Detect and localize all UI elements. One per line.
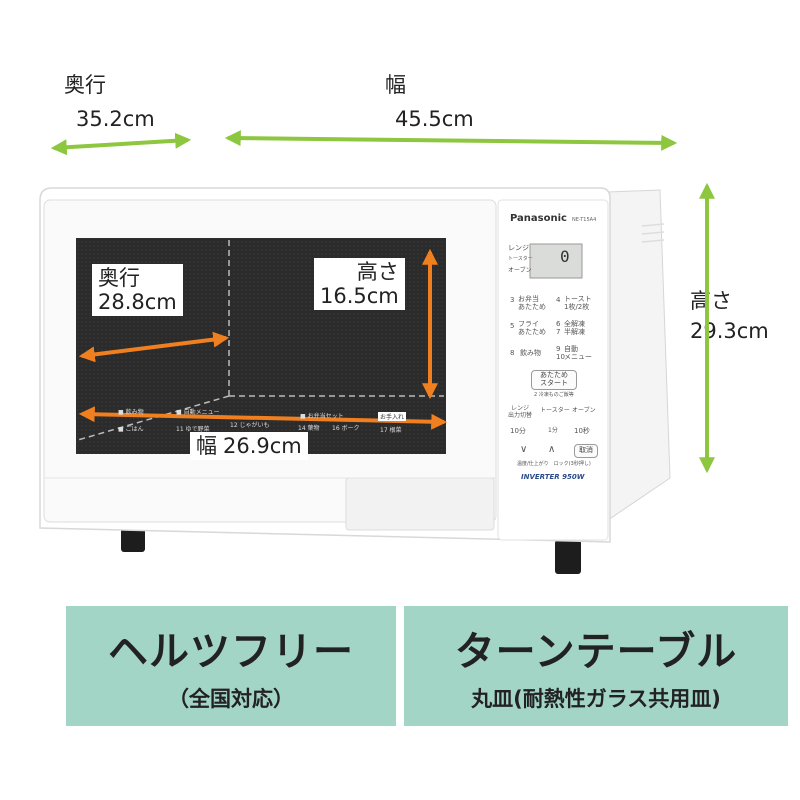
arrow-down-button[interactable]: ∨ (520, 444, 528, 455)
menu-button-defrost[interactable]: 全解凍 半解凍 (564, 320, 585, 336)
menu-num-3: 3 (510, 296, 515, 304)
brand-logo: Panasonic (510, 213, 567, 224)
window-label-auto-menu: ■ 自動メニュー (176, 409, 220, 416)
menu-num-5: 5 (510, 322, 515, 330)
menu-num-8: 8 (510, 349, 515, 357)
time-button-10sec[interactable]: 10秒 (574, 427, 590, 435)
window-label-drinks: ■ 飲み物 (118, 409, 144, 416)
feature-panel-turntable: ターンテーブル 丸皿(耐熱性ガラス共用皿) (404, 606, 788, 726)
menu-num-6-7: 6 7 (556, 320, 561, 336)
start-note: 2 冷凍ものご飯等 (534, 392, 574, 398)
mode-button-toaster[interactable]: トースター (540, 407, 570, 414)
outer-width-arrow (224, 130, 678, 151)
menu-num-4: 4 (556, 296, 561, 304)
outer-depth-value: 35.2cm (76, 107, 155, 131)
door-handle (345, 477, 495, 531)
inner-depth-value: 28.8cm (98, 290, 177, 315)
feature-subtitle-turntable: 丸皿(耐熱性ガラス共用皿) (471, 687, 721, 711)
menu-button-fry[interactable]: フライ あたため (518, 320, 546, 336)
menu-button-auto[interactable]: 自動 メニュー (564, 345, 592, 361)
window-label-rice: ■ ごはん (118, 426, 144, 433)
mode-label-range: レンジ (508, 244, 529, 252)
outer-depth-arrow (50, 132, 192, 156)
window-label-16: 16 ボーク (332, 425, 360, 432)
mode-label-oven: オーブン (508, 267, 532, 274)
mode-button-range[interactable]: レンジ 出力切替 (508, 405, 533, 419)
feature-subtitle-herz-free: （全国対応） (168, 687, 294, 711)
arrow-up-button[interactable]: ∧ (548, 444, 556, 455)
inner-depth-label: 奥行 28.8cm (92, 264, 183, 317)
outer-width-value: 45.5cm (395, 107, 474, 131)
window-label-11: 11 ゆで野菜 (176, 426, 210, 433)
inner-width-title: 幅 (196, 434, 217, 458)
model-number: NE-T15A4 (572, 217, 597, 223)
inner-width-label: 幅 26.9cm (190, 432, 308, 461)
inner-height-value: 16.5cm (320, 284, 399, 309)
menu-num-9-10: 9 10 (556, 345, 565, 361)
lock-note: 温度/仕上がり ロック(3秒押し) (517, 461, 591, 467)
feature-title-herz-free: ヘルツフリー (108, 629, 354, 675)
display-value: 0 (560, 247, 570, 266)
lcd-display (529, 243, 583, 279)
foot-left (121, 526, 145, 552)
inverter-badge: INVERTER 950W (521, 473, 585, 481)
window-label-17: 17 根菜 (380, 427, 402, 434)
inner-depth-arrow (78, 331, 230, 363)
menu-button-bento[interactable]: お弁当 あたため (518, 295, 546, 311)
inner-depth-title: 奥行 (98, 266, 140, 290)
feature-title-turntable: ターンテーブル (454, 629, 738, 675)
menu-button-drinks[interactable]: 飲み物 (520, 349, 541, 357)
mode-label-toaster: トースター (508, 256, 533, 262)
inner-height-title: 高さ (356, 260, 399, 284)
outer-depth-label: 奥行 (64, 73, 106, 97)
outer-width-label: 幅 (385, 73, 406, 97)
window-label-14: 14 葉物 (298, 425, 320, 432)
start-button[interactable]: あたため スタート (531, 370, 577, 390)
time-button-1min[interactable]: 1分 (548, 427, 558, 434)
foot-right (555, 540, 581, 574)
inner-height-label: 高さ 16.5cm (314, 258, 405, 311)
inner-width-value: 26.9cm (223, 434, 302, 458)
time-button-10min[interactable]: 10分 (510, 427, 526, 435)
cancel-button[interactable]: 取消 (574, 444, 598, 458)
mode-button-oven[interactable]: オーブン (572, 407, 596, 414)
feature-panel-herz-free: ヘルツフリー （全国対応） (66, 606, 396, 726)
window-label-bento: ■ お弁当セット (300, 413, 344, 420)
menu-button-toast[interactable]: トースト 1枚/2枚 (564, 295, 592, 311)
window-label-12: 12 じゃがいも (230, 422, 270, 429)
window-label-care: お手入れ (378, 412, 407, 421)
